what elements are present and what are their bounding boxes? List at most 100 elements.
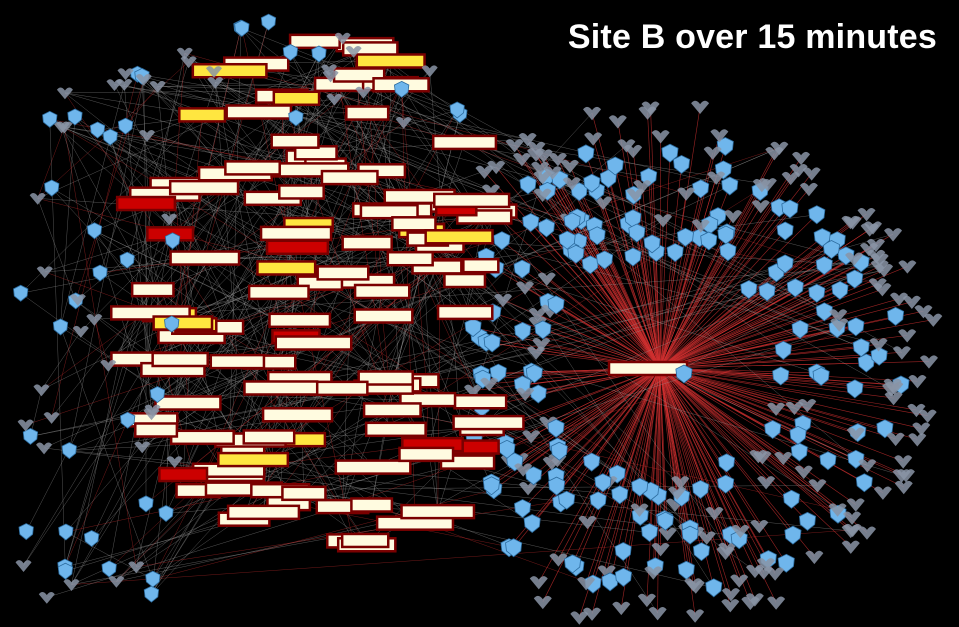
shield-icon	[44, 179, 60, 197]
heart-shield-icon	[705, 507, 724, 521]
heart-shield-icon	[868, 278, 887, 292]
graph-edge	[659, 367, 851, 532]
shield-icon	[57, 562, 74, 580]
graph-edge	[623, 367, 661, 578]
heart-shield-icon	[912, 422, 931, 436]
heart-shield-icon	[464, 384, 483, 398]
graph-edge	[201, 114, 853, 518]
shield-icon	[589, 491, 607, 511]
graph-edge	[659, 367, 855, 390]
heart-shield-icon	[548, 153, 567, 167]
graph-edge	[60, 84, 125, 327]
heart-shield-icon	[907, 403, 926, 418]
heart-shield-icon	[890, 292, 909, 306]
heart-shield-icon	[830, 318, 849, 332]
graph-edge	[659, 367, 676, 505]
rect-node	[424, 229, 494, 245]
rect-node	[340, 532, 390, 549]
shield-icon	[812, 367, 830, 386]
heart-shield-icon	[918, 409, 937, 423]
heart-shield-icon	[770, 141, 789, 156]
graph-edge	[60, 326, 154, 580]
graph-edge	[108, 97, 297, 366]
graph-edge	[659, 367, 904, 462]
rect-node	[453, 394, 508, 410]
rect-node	[225, 104, 293, 120]
heart-shield-icon	[527, 148, 546, 162]
shield-icon	[583, 173, 601, 193]
shield-icon	[870, 346, 888, 366]
heart-shield-icon	[207, 76, 224, 89]
heart-shield-icon	[756, 558, 775, 572]
shield-icon	[784, 525, 802, 545]
graph-edge	[659, 367, 856, 505]
graph-edge	[659, 252, 676, 369]
shield-icon	[614, 542, 632, 562]
rect-node	[243, 380, 319, 396]
heart-shield-icon	[583, 106, 602, 121]
graph-edge	[659, 367, 794, 536]
shield-icon	[529, 384, 547, 404]
shield-icon	[102, 128, 118, 146]
shield-icon	[514, 321, 532, 341]
graph-edge	[126, 61, 189, 261]
graph-edge	[632, 256, 661, 369]
heart-shield-icon	[902, 295, 921, 309]
graph-edge	[659, 367, 776, 574]
graph-edge	[659, 216, 734, 369]
heart-shield-icon	[637, 593, 656, 608]
rect-node	[151, 351, 209, 368]
heart-shield-icon	[886, 432, 905, 447]
rect-node	[134, 422, 179, 438]
shield-icon	[764, 420, 782, 440]
graph-edge	[659, 259, 880, 369]
graph-edge	[60, 326, 343, 507]
heart-shield-icon	[914, 305, 933, 319]
heart-shield-icon	[805, 550, 824, 565]
heart-shield-icon	[626, 188, 645, 202]
rect-node	[357, 370, 414, 386]
shield-icon	[815, 302, 833, 322]
shield-icon	[149, 386, 166, 404]
shield-icon	[548, 476, 566, 496]
heart-shield-icon	[321, 64, 338, 77]
shield-icon	[628, 223, 646, 243]
graph-edge	[659, 230, 786, 369]
heart-shield-icon	[135, 74, 152, 86]
graph-edge	[75, 79, 144, 301]
shield-icon	[781, 199, 799, 219]
shield-icon	[673, 155, 691, 174]
graph-edge	[60, 117, 76, 327]
heart-shield-icon	[577, 577, 596, 591]
heart-shield-icon	[882, 383, 901, 397]
shield-icon	[791, 319, 809, 339]
heart-shield-icon	[583, 607, 602, 621]
graph-edge	[659, 367, 702, 552]
rect-node	[391, 216, 437, 232]
rect-node	[353, 308, 414, 324]
heart-shield-icon	[651, 130, 670, 144]
shield-icon	[52, 318, 69, 336]
heart-shield-icon	[671, 476, 690, 490]
rect-node	[154, 395, 222, 411]
heart-shield-icon	[746, 564, 765, 579]
graph-edge	[659, 361, 929, 369]
heart-shield-icon	[753, 451, 772, 465]
heart-shield-icon	[802, 167, 821, 181]
heart-shield-icon	[730, 574, 749, 588]
heart-shield-icon	[767, 402, 786, 416]
rect-node	[242, 429, 296, 445]
heart-shield-icon	[597, 565, 616, 579]
shield-icon	[119, 251, 135, 269]
heart-shield-icon	[710, 129, 729, 143]
heart-shield-icon	[731, 524, 750, 539]
graph-edge	[204, 257, 666, 522]
heart-shield-icon	[543, 166, 562, 180]
shield-icon	[164, 232, 181, 250]
heart-shield-icon	[149, 80, 166, 93]
heart-shield-icon	[703, 146, 722, 160]
graph-edge	[44, 447, 731, 536]
rect-node	[398, 446, 455, 463]
heart-shield-icon	[751, 200, 770, 214]
graph-edge	[330, 75, 892, 390]
